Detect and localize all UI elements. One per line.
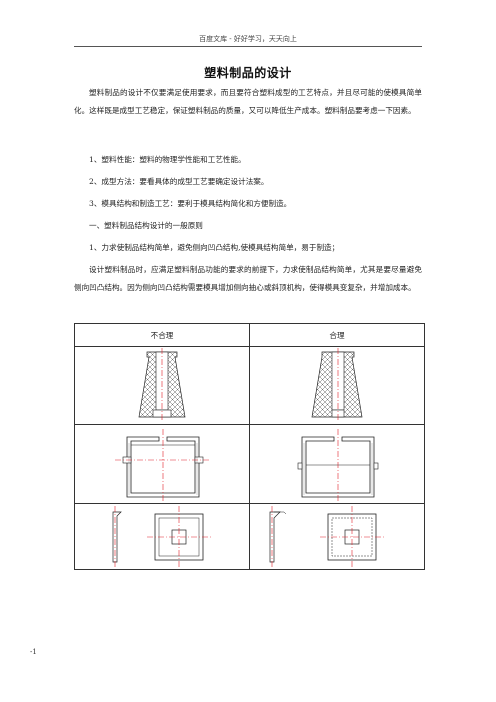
- section-heading: 一、塑料制品结构设计的一般原则: [89, 221, 203, 230]
- drawing-bad-2: [74, 424, 250, 504]
- comparison-table: 不合理 合理: [74, 323, 425, 570]
- principle-1-body: 设计塑料制品时，应满足塑料制品功能的要求的前提下，力求使制品结构简单，尤其是要尽…: [74, 265, 422, 292]
- factor-3: 3、模具结构和制造工艺：要利于模具结构简化和方便制造。: [89, 199, 292, 208]
- principle-1: 1、力求使制品结构简单，避免侧向凹凸结构,使模具结构简单，易于制造；: [89, 243, 340, 252]
- factor-2: 2、成型方法：要看具体的成型工艺要确定设计法案。: [89, 177, 269, 186]
- page-header: 百度文库 - 好好学习，天天向上: [199, 35, 297, 43]
- document-title: 塑料制品的设计: [204, 66, 292, 80]
- drawing-bad-3: [74, 503, 250, 570]
- column-header-reasonable: 合理: [249, 323, 425, 347]
- drawing-good-1: [249, 346, 425, 425]
- column-header-unreasonable: 不合理: [74, 323, 250, 347]
- drawing-good-3: [249, 503, 425, 570]
- intro-paragraph: 塑料制品的设计不仅要满足使用要求，而且要符合塑料成型的工艺特点，并且尽可能的使模…: [74, 88, 422, 115]
- drawing-bad-1: [74, 346, 250, 425]
- page-number: -1: [30, 648, 37, 656]
- factor-1: 1、塑料性能：塑料的物理学性能和工艺性能。: [89, 155, 246, 164]
- header-divider: [74, 46, 422, 47]
- drawing-good-2: [249, 424, 425, 504]
